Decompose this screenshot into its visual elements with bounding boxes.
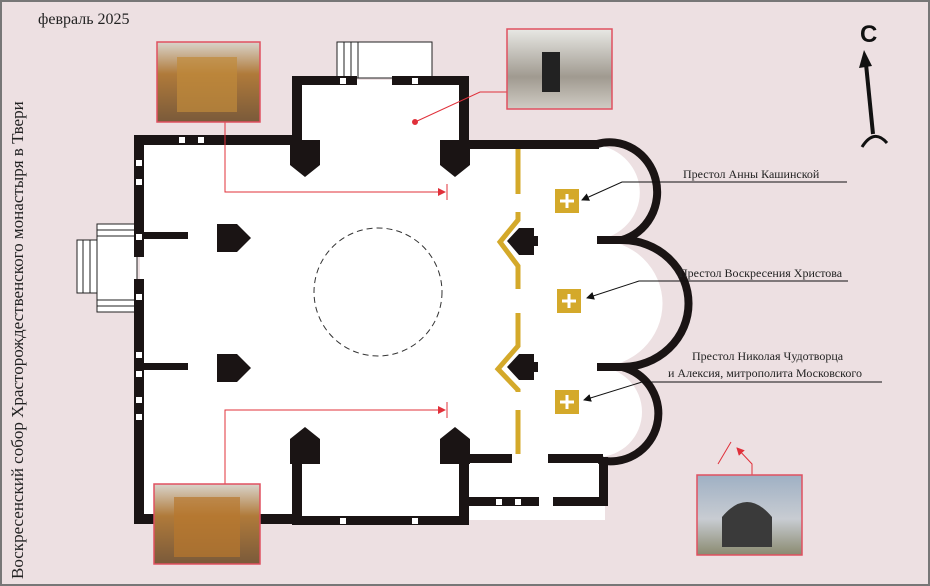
photo-iconostasis-north[interactable]: [156, 41, 261, 123]
north-label: С: [860, 21, 877, 48]
callout-lines: [581, 181, 882, 402]
photo-north-chapel[interactable]: [506, 28, 613, 110]
altar-table-2[interactable]: [557, 289, 581, 313]
photo-exterior[interactable]: [696, 474, 803, 556]
photo-iconostasis-south[interactable]: [153, 483, 261, 565]
altar-label-3-line2: и Алексия, митрополита Московского: [668, 366, 862, 380]
vertical-title: Воскресенский собор Храсторождественског…: [8, 101, 27, 579]
dome-outline: [313, 227, 443, 357]
west-porch-steps: [76, 223, 138, 313]
north-porch-steps: [336, 41, 433, 79]
pillars: [217, 140, 538, 464]
altar-label-3-line1: Престол Николая Чудотворца: [692, 349, 844, 363]
date-label: февраль 2025: [38, 11, 130, 28]
altar-table-3[interactable]: [555, 390, 579, 414]
photo-pointers: [224, 91, 753, 484]
north-arrow[interactable]: С: [859, 21, 889, 148]
apse-walls: [595, 138, 693, 466]
altar-label-2: Престол Воскресения Христова: [679, 266, 843, 280]
altar-table-1[interactable]: [555, 189, 579, 213]
altar-label-1: Престол Анны Кашинской: [683, 167, 820, 181]
interior-floor: [140, 80, 663, 520]
iconostasis: [494, 149, 521, 454]
